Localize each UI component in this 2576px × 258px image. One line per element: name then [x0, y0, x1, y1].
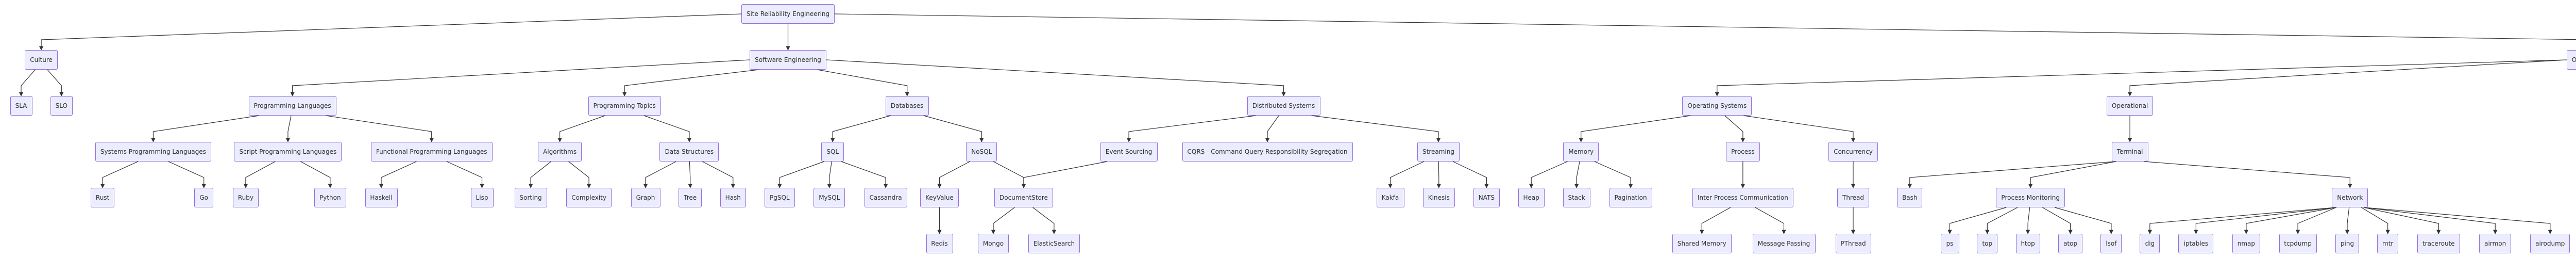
node-distributed-systems: Distributed Systems	[1247, 96, 1320, 116]
node-tcpdump: tcpdump	[2279, 234, 2317, 253]
node-mongo: Mongo	[978, 234, 1009, 253]
node-documentstore: DocumentStore	[994, 188, 1053, 207]
node-mtr: mtr	[2377, 234, 2399, 253]
node-graph: Graph	[631, 188, 660, 207]
node-go: Go	[194, 188, 214, 207]
node-pgsql: PgSQL	[764, 188, 795, 207]
node-systems-programming-languages: Systems Programming Languages	[95, 142, 211, 162]
node-redis: Redis	[926, 234, 953, 253]
node-event-sourcing: Event Sourcing	[1100, 142, 1158, 162]
node-atop: atop	[2058, 234, 2083, 253]
node-script-programming-languages: Script Programming Languages	[234, 142, 342, 162]
node-pthread: PThread	[1835, 234, 1871, 253]
node-concurrency: Concurrency	[1828, 142, 1878, 162]
node-rust: Rust	[91, 188, 115, 207]
node-heap: Heap	[1518, 188, 1545, 207]
node-shared-memory: Shared Memory	[1672, 234, 1732, 253]
node-kakfa: Kakfa	[1376, 188, 1404, 207]
node-software-engineering: Software Engineering	[750, 50, 826, 70]
node-tree: Tree	[679, 188, 702, 207]
node-sql: SQL	[821, 142, 844, 162]
node-terminal: Terminal	[2111, 142, 2148, 162]
node-thread: Thread	[1837, 188, 1869, 207]
node-lisp: Lisp	[470, 188, 494, 207]
node-pagination: Pagination	[1609, 188, 1652, 207]
node-htop: htop	[2015, 234, 2040, 253]
node-operating-systems: Operating Systems	[1682, 96, 1752, 116]
node-kinesis: Kinesis	[1422, 188, 1455, 207]
node-culture: Culture	[25, 50, 58, 70]
node-process-monitoring: Process Monitoring	[1996, 188, 2065, 207]
node-slo: SLO	[50, 96, 73, 116]
node-sorting: Sorting	[514, 188, 547, 207]
node-cassandra: Cassandra	[864, 188, 907, 207]
node-top: top	[1977, 234, 1998, 253]
node-airodump: airodump	[2530, 234, 2570, 253]
node-process: Process	[1725, 142, 1760, 162]
node-mysql: MySQL	[814, 188, 845, 207]
node-complexity: Complexity	[566, 188, 612, 207]
node-stack: Stack	[1563, 188, 1590, 207]
node-sla: SLA	[10, 96, 32, 116]
node-python: Python	[314, 188, 346, 207]
node-hash: Hash	[720, 188, 746, 207]
node-operations: Operations	[2566, 50, 2576, 70]
node-programming-languages: Programming Languages	[248, 96, 336, 116]
node-keyvalue: KeyValue	[920, 188, 959, 207]
node-nats: NATS	[1473, 188, 1500, 207]
node-ping: ping	[2335, 234, 2359, 253]
node-operational: Operational	[2107, 96, 2154, 116]
node-ps: ps	[1940, 234, 1959, 253]
node-nmap: nmap	[2232, 234, 2260, 253]
node-ruby: Ruby	[232, 188, 259, 207]
node-memory: Memory	[1563, 142, 1599, 162]
node-dig: dig	[2140, 234, 2160, 253]
node-iptables: iptables	[2178, 234, 2214, 253]
node-streaming: Streaming	[1417, 142, 1460, 162]
node-elasticsearch: ElasticSearch	[1028, 234, 1080, 253]
node-databases: Databases	[885, 96, 929, 116]
node-cqrs-command-query-responsibility-segregation: CQRS - Command Query Responsibility Segr…	[1182, 142, 1353, 162]
node-traceroute: traceroute	[2417, 234, 2460, 253]
node-haskell: Haskell	[365, 188, 398, 207]
node-lsof: lsof	[2100, 234, 2122, 253]
node-network: Network	[2332, 188, 2368, 207]
node-functional-programming-languages: Functional Programming Languages	[370, 142, 493, 162]
node-nosql: NoSQL	[966, 142, 997, 162]
node-message-passing: Message Passing	[1752, 234, 1816, 253]
node-site-reliability-engineering: Site Reliability Engineering	[741, 4, 835, 24]
node-data-structures: Data Structures	[659, 142, 719, 162]
node-algorithms: Algorithms	[538, 142, 582, 162]
node-bash: Bash	[1897, 188, 1923, 207]
node-programming-topics: Programming Topics	[588, 96, 661, 116]
node-inter-process-communication: Inter Process Communication	[1692, 188, 1793, 207]
node-airmon: airmon	[2479, 234, 2512, 253]
